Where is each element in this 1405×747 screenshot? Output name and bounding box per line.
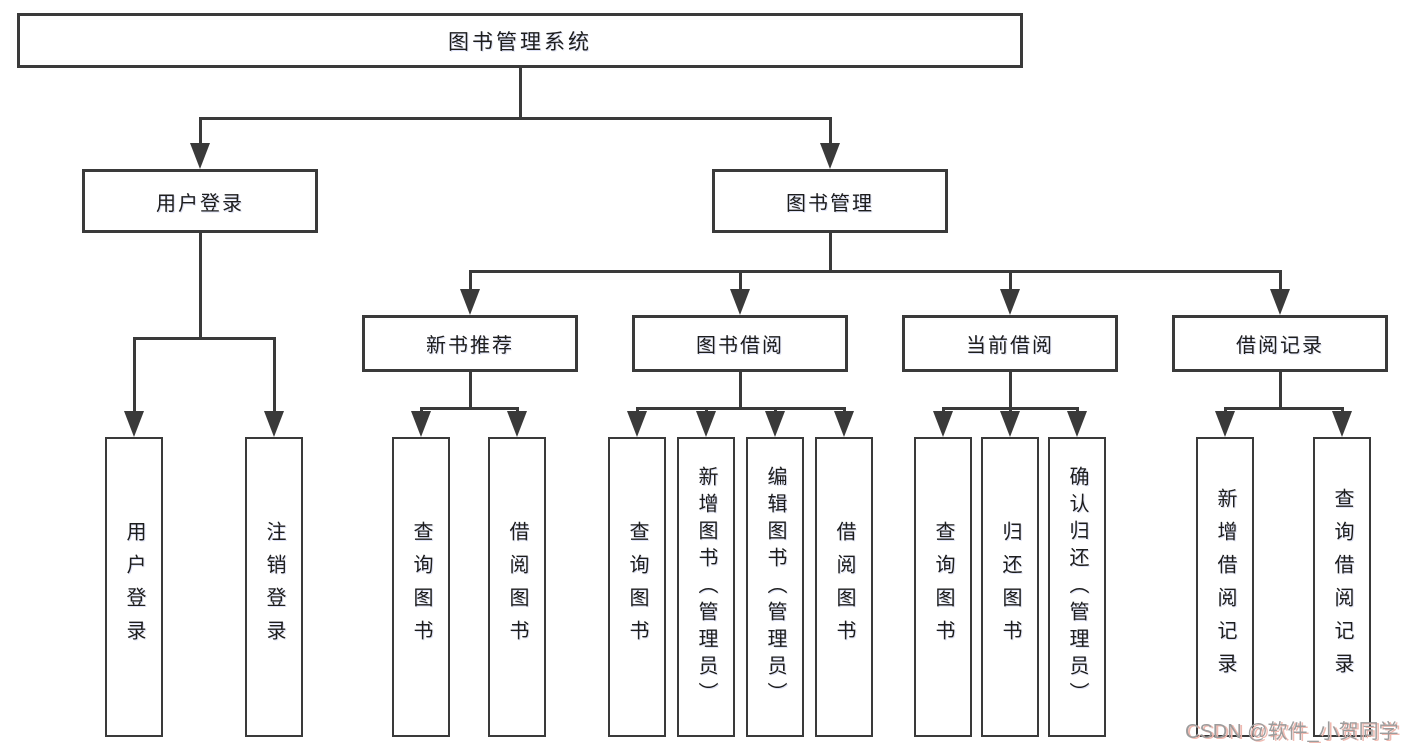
arrow-down-icon <box>730 289 750 315</box>
leaf-return-books: 归还图书 <box>981 437 1039 737</box>
connector-line <box>1008 270 1012 289</box>
connector-line <box>1278 270 1282 289</box>
connector-line <box>1223 407 1344 410</box>
connector-line <box>515 407 519 413</box>
arrow-down-icon <box>627 411 647 437</box>
connector-line <box>468 270 1282 273</box>
leaf-query-books-current: 查询图书 <box>914 437 972 737</box>
leaf-borrow-books-recommend: 借阅图书 <box>488 437 546 737</box>
arrow-down-icon <box>696 411 716 437</box>
connector-line <box>132 337 276 340</box>
leaf-user-login: 用户登录 <box>105 437 163 737</box>
leaf-add-books-admin: 新增图书（管理员） <box>677 437 735 737</box>
leaf-query-borrow-record: 查询借阅记录 <box>1313 437 1371 737</box>
connector-line <box>941 407 945 413</box>
arrow-down-icon <box>190 143 210 169</box>
leaf-confirm-return-admin: 确认归还（管理员） <box>1048 437 1106 737</box>
leaf-query-books-borrow: 查询图书 <box>608 437 666 737</box>
connector-line <box>1278 372 1282 410</box>
connector-line <box>198 233 202 340</box>
connector-line <box>1008 407 1012 413</box>
connector-line <box>272 337 276 411</box>
connector-line <box>828 233 832 273</box>
connector-line <box>1223 407 1227 413</box>
node-user-login: 用户登录 <box>82 169 318 233</box>
arrow-down-icon <box>933 411 953 437</box>
leaf-logout-login: 注销登录 <box>245 437 303 737</box>
connector-line <box>1340 407 1344 413</box>
node-library-system: 图书管理系统 <box>17 13 1023 68</box>
connector-line <box>842 407 846 413</box>
connector-line <box>738 270 742 289</box>
connector-line <box>198 117 832 120</box>
leaf-add-borrow-record: 新增借阅记录 <box>1196 437 1254 737</box>
connector-line <box>518 68 522 119</box>
node-current-borrowing: 当前借阅 <box>902 315 1118 372</box>
connector-line <box>1075 407 1079 413</box>
connector-line <box>468 270 472 289</box>
connector-line <box>635 407 639 413</box>
node-new-book-recommend: 新书推荐 <box>362 315 578 372</box>
node-book-borrowing: 图书借阅 <box>632 315 848 372</box>
arrow-down-icon <box>1067 411 1087 437</box>
connector-line <box>419 407 423 413</box>
connector-line <box>419 407 519 410</box>
connector-line <box>738 372 742 410</box>
node-book-management: 图书管理 <box>712 169 948 233</box>
connector-line <box>828 117 832 143</box>
leaf-query-books-recommend: 查询图书 <box>392 437 450 737</box>
leaf-edit-books-admin: 编辑图书（管理员） <box>746 437 804 737</box>
arrow-down-icon <box>264 411 284 437</box>
arrow-down-icon <box>124 411 144 437</box>
connector-line <box>468 372 472 410</box>
arrow-down-icon <box>1000 289 1020 315</box>
arrow-down-icon <box>460 289 480 315</box>
arrow-down-icon <box>765 411 785 437</box>
leaf-borrow-books: 借阅图书 <box>815 437 873 737</box>
connector-line <box>132 337 136 411</box>
arrow-down-icon <box>1000 411 1020 437</box>
watermark: CSDN @软件_小贺同学 <box>1185 721 1399 743</box>
arrow-down-icon <box>1270 289 1290 315</box>
arrow-down-icon <box>820 143 840 169</box>
arrow-down-icon <box>1332 411 1352 437</box>
arrow-down-icon <box>834 411 854 437</box>
connector-line <box>704 407 708 413</box>
connector-line <box>773 407 777 413</box>
node-borrow-records: 借阅记录 <box>1172 315 1388 372</box>
connector-line <box>635 407 846 410</box>
arrow-down-icon <box>411 411 431 437</box>
connector-line <box>198 117 202 143</box>
connector-line <box>1008 372 1012 410</box>
arrow-down-icon <box>507 411 527 437</box>
arrow-down-icon <box>1215 411 1235 437</box>
